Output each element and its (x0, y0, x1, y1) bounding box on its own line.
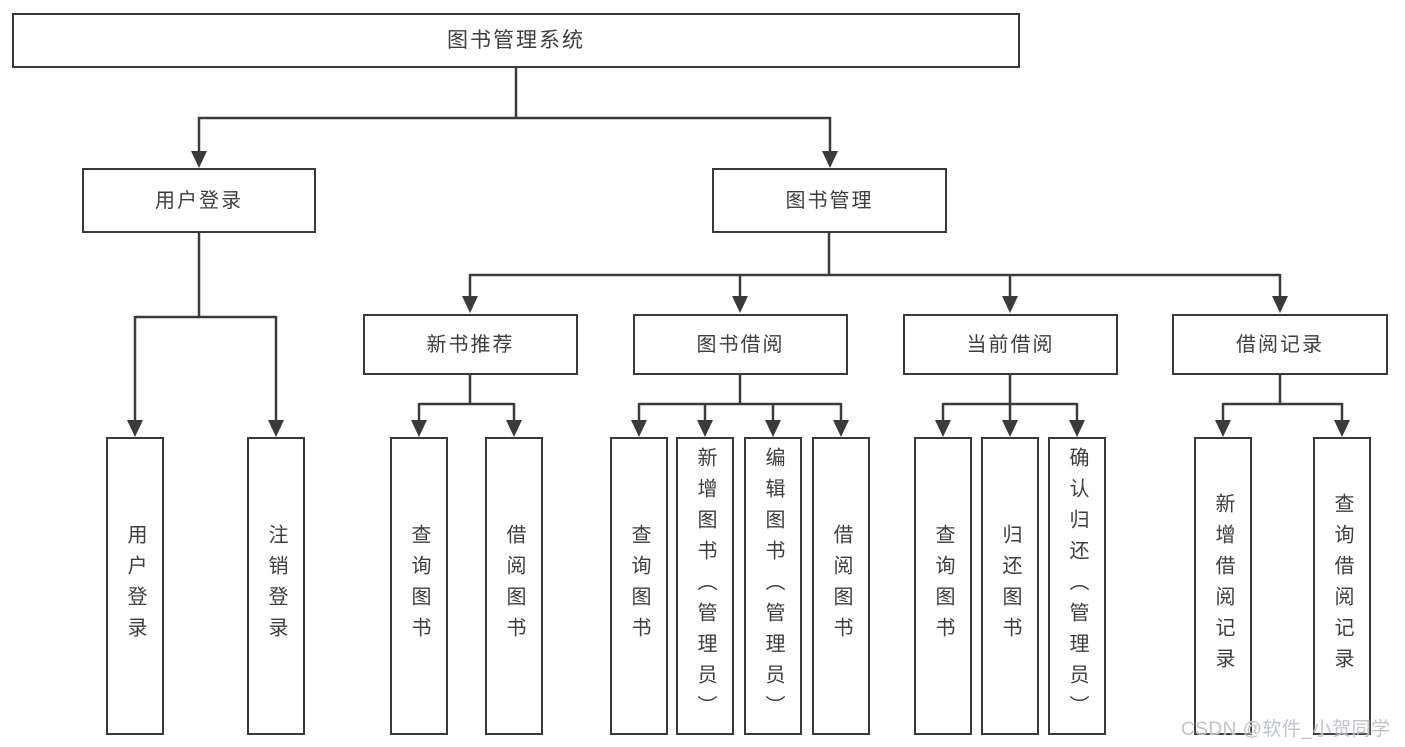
node-label: 借阅记录 (1236, 333, 1324, 356)
leaf-query-borrow-record: 查询借阅记录 (1313, 437, 1371, 735)
leaf-label: 注销登录 (265, 524, 287, 648)
leaf-label: 用户登录 (124, 524, 146, 648)
leaf-label: 查询图书 (408, 524, 430, 648)
leaf-borrow-books-borrow: 借阅图书 (812, 437, 870, 735)
node-label: 图书管理 (785, 189, 874, 212)
leaf-label: 新增图书（管理员） (694, 446, 716, 726)
leaf-query-books-recommend: 查询图书 (390, 437, 448, 735)
connector-book-management-to-level3 (462, 233, 1288, 313)
connector-user-login-to-leaves (127, 233, 284, 437)
leaf-label: 查询图书 (932, 524, 954, 648)
node-label: 当前借阅 (966, 333, 1055, 356)
connector-borrow-records-to-leaves (1215, 375, 1350, 437)
leaf-add-books-admin: 新增图书（管理员） (676, 437, 734, 735)
node-label: 图书借阅 (696, 333, 785, 356)
leaf-label: 查询借阅记录 (1331, 493, 1353, 679)
leaf-label: 归还图书 (999, 524, 1021, 648)
node-label: 图书管理系统 (447, 29, 585, 52)
leaf-edit-books-admin: 编辑图书（管理员） (744, 437, 802, 735)
leaf-label: 借阅图书 (503, 524, 525, 648)
node-user-login: 用户登录 (82, 168, 316, 233)
node-root: 图书管理系统 (12, 13, 1020, 68)
leaf-return-books: 归还图书 (981, 437, 1039, 735)
leaf-label: 查询图书 (628, 524, 650, 648)
leaf-query-books-borrow: 查询图书 (610, 437, 668, 735)
leaf-label: 新增借阅记录 (1212, 493, 1234, 679)
node-current-borrow: 当前借阅 (903, 314, 1118, 375)
node-new-book-recommend: 新书推荐 (363, 314, 578, 375)
node-label: 用户登录 (155, 189, 243, 212)
csdn-watermark: CSDN @软件_小贺同学 (1181, 719, 1391, 740)
leaf-logout: 注销登录 (247, 437, 305, 735)
node-book-borrow: 图书借阅 (633, 314, 848, 375)
leaf-query-books-current: 查询图书 (914, 437, 972, 735)
leaf-borrow-books-recommend: 借阅图书 (485, 437, 543, 735)
node-label: 新书推荐 (426, 333, 515, 356)
leaf-label: 确认归还（管理员） (1066, 446, 1088, 726)
connector-root-to-level2 (191, 68, 838, 168)
node-borrow-records: 借阅记录 (1172, 314, 1388, 375)
leaf-add-borrow-record: 新增借阅记录 (1194, 437, 1252, 735)
leaf-user-login: 用户登录 (106, 437, 164, 735)
leaf-label: 借阅图书 (830, 524, 852, 648)
leaf-confirm-return-admin: 确认归还（管理员） (1048, 437, 1106, 735)
leaf-label: 编辑图书（管理员） (762, 446, 784, 726)
node-book-management: 图书管理 (712, 168, 947, 233)
connector-current-borrow-to-leaves (935, 375, 1085, 437)
connector-new-book-recommend-to-leaves (411, 375, 522, 437)
connector-book-borrow-to-leaves (631, 375, 849, 437)
